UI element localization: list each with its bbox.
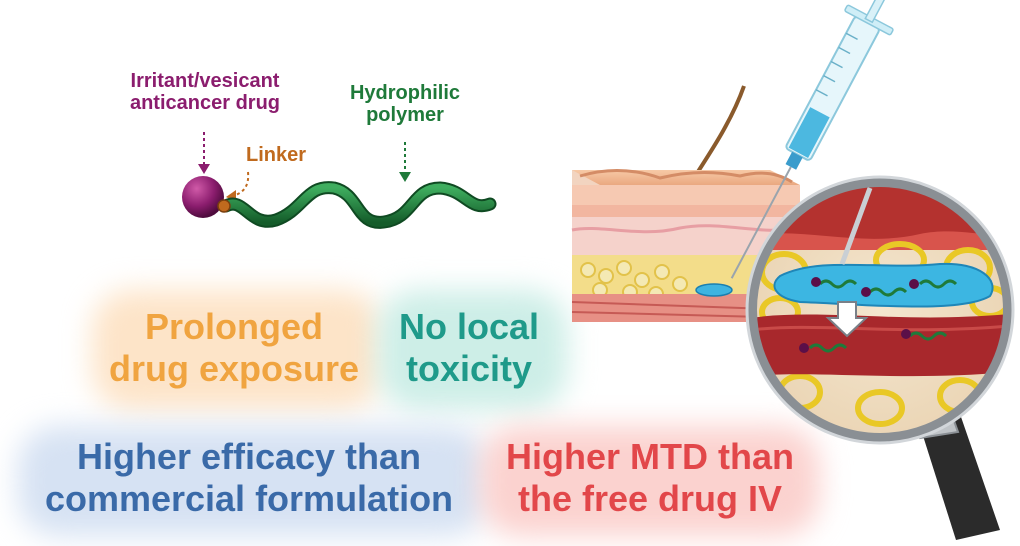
efficacy-glow: [18, 426, 488, 536]
drug-arrow: [198, 132, 210, 174]
syringe: [730, 0, 894, 279]
polymer-arrow: [399, 142, 411, 182]
drug-label: Irritant/vesicant anticancer drug: [129, 70, 281, 114]
prolonged-glow: [92, 290, 382, 410]
higher-efficacy-text: Higher efficacy than commercial formulat…: [44, 436, 454, 520]
prolonged-exposure-text: Prolonged drug exposure: [108, 306, 360, 390]
linker-arrow: [226, 171, 250, 202]
higher-mtd-text: Higher MTD than the free drug IV: [506, 436, 794, 520]
mtd-glow: [480, 426, 820, 536]
magnifier-rim: [747, 177, 1013, 443]
drug-sphere: [182, 176, 224, 218]
no-local-toxicity-text: No local toxicity: [398, 306, 540, 390]
linker-label: Linker: [245, 144, 307, 166]
polymer-label: Hydrophilic polymer: [349, 82, 460, 126]
linker-dot: [217, 199, 231, 213]
no-toxicity-glow: [378, 290, 568, 410]
